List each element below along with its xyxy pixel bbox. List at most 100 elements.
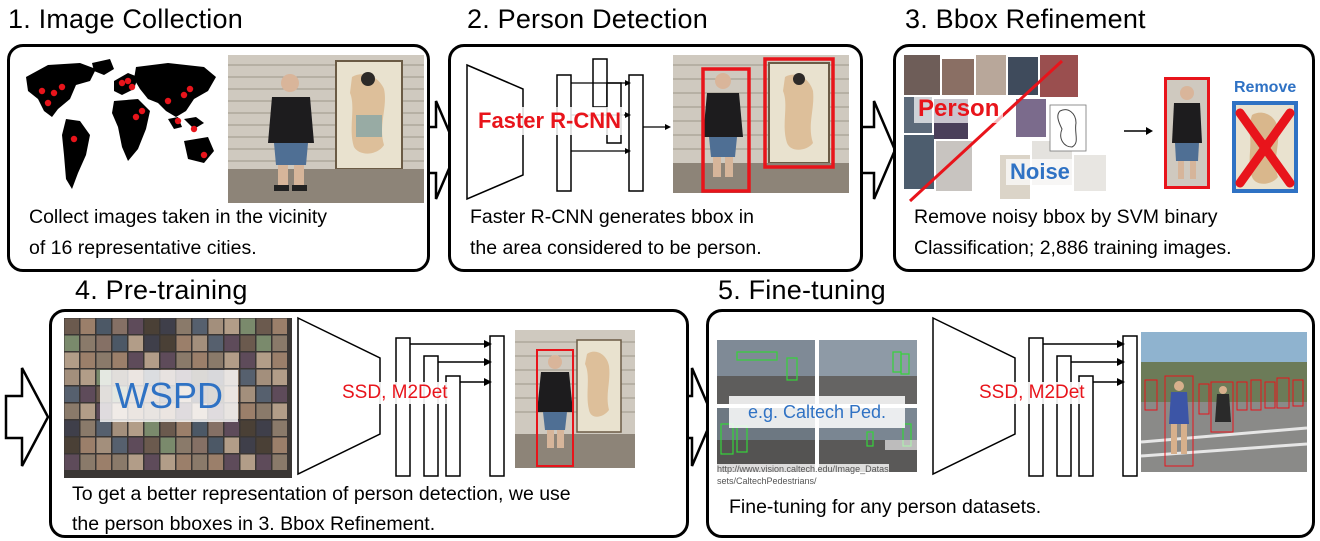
wspd-thumbnail <box>256 403 271 419</box>
wspd-thumbnail <box>240 437 255 453</box>
wspd-thumbnail <box>96 318 111 334</box>
stage3-caption-line2: Classification; 2,886 training images. <box>914 237 1232 259</box>
wspd-thumbnail <box>64 403 79 419</box>
wspd-thumbnail <box>64 352 79 368</box>
wspd-thumbnail <box>96 437 111 453</box>
caltech-source-line1: http://www.vision.caltech.edu/Image_Data… <box>717 464 889 474</box>
wspd-thumbnail <box>272 318 287 334</box>
wspd-thumbnail <box>224 335 239 351</box>
wspd-thumbnail <box>208 352 223 368</box>
wspd-thumbnail <box>144 318 159 334</box>
wspd-thumbnail <box>256 335 271 351</box>
wspd-thumbnail <box>240 454 255 470</box>
removed-noise-figure <box>1232 101 1298 193</box>
stage4-panel: WSPD SSD, M2Det <box>49 309 689 538</box>
wspd-thumbnail <box>176 352 191 368</box>
ssd-m2det-network-diagram <box>297 316 505 477</box>
flow-arrow-into-4 <box>4 367 50 467</box>
wspd-thumbnail <box>192 335 207 351</box>
wspd-thumbnail <box>112 437 127 453</box>
stage1-caption-line1: Collect images taken in the vicinity <box>29 206 328 228</box>
wspd-thumbnail <box>80 403 95 419</box>
caltech-source-line2: sets/CaltechPedestrians/ <box>717 476 817 486</box>
wspd-thumbnail <box>272 420 287 436</box>
wspd-thumbnail <box>192 420 207 436</box>
wspd-thumbnail <box>80 335 95 351</box>
detection-photo <box>673 55 849 193</box>
wspd-thumbnail <box>240 420 255 436</box>
refine-arrow <box>1124 127 1153 135</box>
wspd-thumbnail <box>80 318 95 334</box>
wspd-thumbnail <box>192 318 207 334</box>
wspd-thumbnail <box>208 437 223 453</box>
wspd-thumbnail <box>112 352 127 368</box>
wspd-thumbnail <box>96 352 111 368</box>
wspd-thumbnail <box>192 454 207 470</box>
wspd-thumbnail <box>80 437 95 453</box>
wspd-thumbnail <box>256 420 271 436</box>
wspd-thumbnail <box>80 352 95 368</box>
wspd-thumbnail <box>176 437 191 453</box>
wspd-thumbnail <box>128 335 143 351</box>
noise-label: Noise <box>1006 159 1074 185</box>
wspd-thumbnail <box>112 335 127 351</box>
wspd-thumbnail <box>128 420 143 436</box>
wspd-thumbnail <box>64 454 79 470</box>
wspd-thumbnail <box>272 386 287 402</box>
kept-person-crop <box>1164 77 1210 189</box>
wspd-thumbnail <box>240 335 255 351</box>
flow-arrow-2-to-3 <box>859 100 897 200</box>
wspd-thumbnail <box>64 437 79 453</box>
wspd-thumbnail <box>112 420 127 436</box>
pretraining-detection-photo <box>515 330 635 468</box>
kept-person-figure <box>1164 77 1210 189</box>
stage2-panel: Faster R-CNN Faster R-CNN generates bbox… <box>448 44 863 272</box>
wspd-thumbnail <box>128 437 143 453</box>
wspd-thumbnail <box>160 437 175 453</box>
ssd-m2det-label-4: SSD, M2Det <box>340 382 450 404</box>
wspd-thumbnail <box>256 352 271 368</box>
removed-noise-crop <box>1232 101 1298 193</box>
wspd-thumbnail <box>64 335 79 351</box>
wspd-thumbnail <box>144 335 159 351</box>
wspd-thumbnail <box>240 403 255 419</box>
wspd-thumbnail <box>144 437 159 453</box>
stage5-panel: e.g. Caltech Ped. http://www.vision.calt… <box>706 309 1315 538</box>
wspd-thumbnail <box>272 335 287 351</box>
wspd-thumbnail <box>80 454 95 470</box>
stage3-panel: Person Noise Remove Remove noisy bbox by… <box>893 44 1315 272</box>
stage1-panel: Collect images taken in the vicinity of … <box>7 44 430 272</box>
wspd-thumbnail <box>160 454 175 470</box>
street-photo <box>228 55 424 203</box>
wspd-thumbnail <box>208 420 223 436</box>
detection-photo-scene <box>673 55 849 193</box>
wspd-thumbnail <box>96 454 111 470</box>
wspd-thumbnail <box>224 420 239 436</box>
wspd-thumbnail <box>96 420 111 436</box>
wspd-thumbnail <box>96 335 111 351</box>
wspd-thumbnail <box>208 335 223 351</box>
world-map-image <box>26 59 216 189</box>
wspd-thumbnail <box>160 335 175 351</box>
wspd-thumbnail <box>192 352 207 368</box>
wspd-thumbnail <box>256 386 271 402</box>
wspd-thumbnail <box>112 318 127 334</box>
wspd-thumbnail <box>240 318 255 334</box>
wspd-thumbnail <box>160 318 175 334</box>
wspd-thumbnail <box>64 386 79 402</box>
wspd-thumbnail <box>128 352 143 368</box>
street-photo-scene <box>228 55 424 203</box>
wspd-thumbnail <box>224 318 239 334</box>
wspd-thumbnail <box>240 386 255 402</box>
wspd-thumbnail <box>144 420 159 436</box>
wspd-thumbnail <box>272 369 287 385</box>
stage4-caption-line1: To get a better representation of person… <box>72 483 571 505</box>
stage4-caption-line2: the person bboxes in 3. Bbox Refinement. <box>72 513 436 535</box>
finetuning-photo-scene <box>1141 332 1307 472</box>
wspd-thumbnail <box>272 403 287 419</box>
wspd-thumbnail <box>176 318 191 334</box>
wspd-thumbnail <box>208 454 223 470</box>
wspd-thumbnail <box>256 454 271 470</box>
wspd-thumbnail <box>80 386 95 402</box>
wspd-thumbnail <box>176 335 191 351</box>
